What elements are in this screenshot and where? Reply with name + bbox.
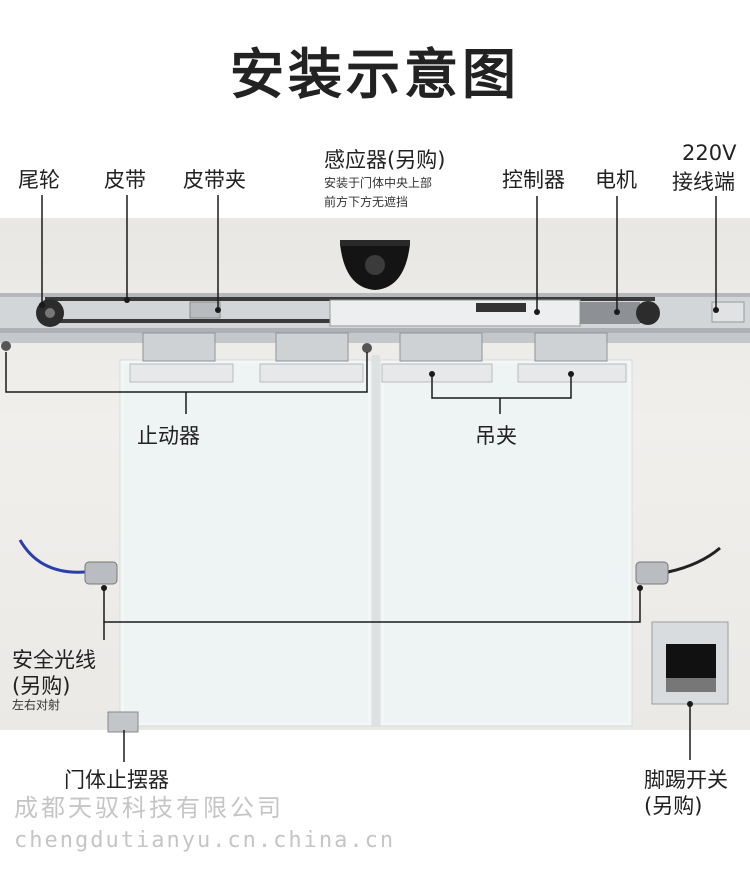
lower-rail (0, 333, 750, 343)
label-motor: 电机 (595, 168, 637, 192)
belt-top (45, 297, 655, 301)
label-belt: 皮带 (104, 168, 146, 192)
stopper-left (1, 341, 11, 351)
hanger-3 (399, 332, 483, 362)
hanger-4 (534, 332, 608, 362)
label-floor-guide: 门体止摆器 (64, 768, 169, 792)
label-power-1: 220V (682, 141, 737, 165)
label-controller: 控制器 (502, 168, 565, 192)
right-safety-sensor (635, 561, 669, 585)
watermark-url: chengdutianyu.cn.china.cn (14, 828, 396, 853)
right-glass (384, 364, 628, 722)
label-sensor-note-2: 前方下方无遮挡 (324, 195, 409, 209)
right-safety-cable (667, 546, 721, 574)
label-safety-2: (另购) (12, 674, 71, 698)
page-title: 安装示意图 (230, 43, 520, 106)
controller-box (329, 299, 581, 327)
label-belt-clamp: 皮带夹 (183, 168, 246, 192)
left-safety-sensor (84, 561, 118, 585)
label-kick-2: (另购) (644, 794, 703, 818)
label-sensor-note-1: 安装于门体中央上部 (324, 176, 433, 190)
motor-body (580, 302, 640, 324)
hanger-1 (142, 332, 216, 362)
floor-guide (107, 711, 139, 733)
label-sensor: 感应器(另购) (324, 148, 446, 172)
label-stopper: 止动器 (137, 424, 200, 448)
watermark-company: 成都天驭科技有限公司 (14, 794, 284, 822)
label-safety-1: 安全光线 (12, 648, 96, 672)
left-glass (124, 364, 368, 722)
label-power-2: 接线端 (672, 170, 735, 194)
label-hanger: 吊夹 (475, 424, 517, 448)
label-tail-wheel: 尾轮 (18, 168, 60, 192)
hanger-2 (275, 332, 349, 362)
power-terminal (711, 301, 745, 323)
label-kick-1: 脚踢开关 (644, 768, 728, 792)
door-seam (372, 355, 380, 727)
left-safety-cable (18, 539, 86, 574)
leader-lines (5, 195, 717, 762)
motor-wheel (636, 301, 660, 325)
label-safety-3: 左右对射 (12, 698, 61, 712)
stopper-right (362, 343, 372, 353)
